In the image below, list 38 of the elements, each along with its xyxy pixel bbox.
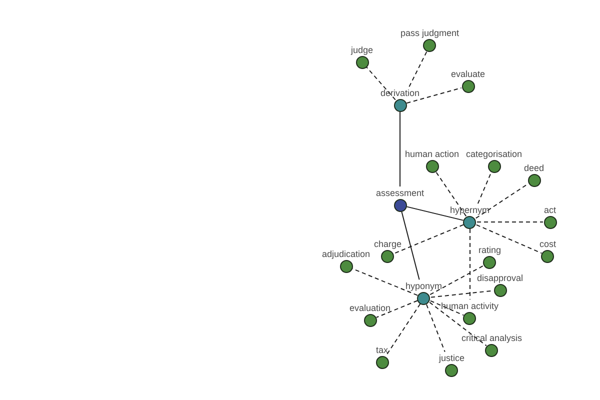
node-label: assessment	[376, 188, 424, 198]
dashed-connector	[426, 304, 446, 352]
connector-line	[406, 206, 464, 221]
node-label: derivation	[380, 88, 420, 98]
dashed-connector	[430, 290, 494, 298]
dashed-connector	[406, 87, 462, 104]
connector-line	[401, 211, 420, 280]
node-label: evaluation	[350, 302, 391, 314]
node-label: judge	[351, 44, 374, 56]
node-label: cost	[540, 238, 556, 250]
dashed-connector	[385, 303, 421, 357]
node-label: act	[544, 204, 556, 216]
dashed-connector	[430, 300, 464, 316]
node-label: disapproval	[477, 272, 524, 284]
node-label: rating	[478, 244, 502, 256]
dashed-connector	[477, 172, 492, 204]
dashed-connector	[430, 264, 484, 296]
node-label: categorisation	[466, 148, 522, 160]
node-label: deed	[524, 162, 544, 174]
node-label: justice	[439, 352, 465, 364]
node-label: human activity	[441, 300, 499, 312]
dashed-connector	[475, 183, 529, 219]
node-label: hypernym	[450, 204, 490, 216]
dashed-connector	[376, 300, 418, 318]
dashed-connector	[435, 171, 467, 217]
node-label: adjudication	[322, 248, 370, 260]
dashed-connector	[476, 224, 542, 254]
dashed-connector	[394, 224, 464, 254]
node-label: tax	[376, 344, 388, 356]
node-label: hyponym	[406, 280, 442, 292]
node-label: evaluate	[451, 68, 486, 80]
dashed-connector	[366, 66, 396, 100]
node-label: charge	[374, 238, 402, 250]
node-label: critical analysis	[462, 332, 522, 344]
node-label: pass judgment	[400, 28, 460, 38]
node-label: human action	[405, 148, 460, 160]
dashed-connector	[429, 302, 487, 346]
dashed-connector	[408, 50, 428, 88]
